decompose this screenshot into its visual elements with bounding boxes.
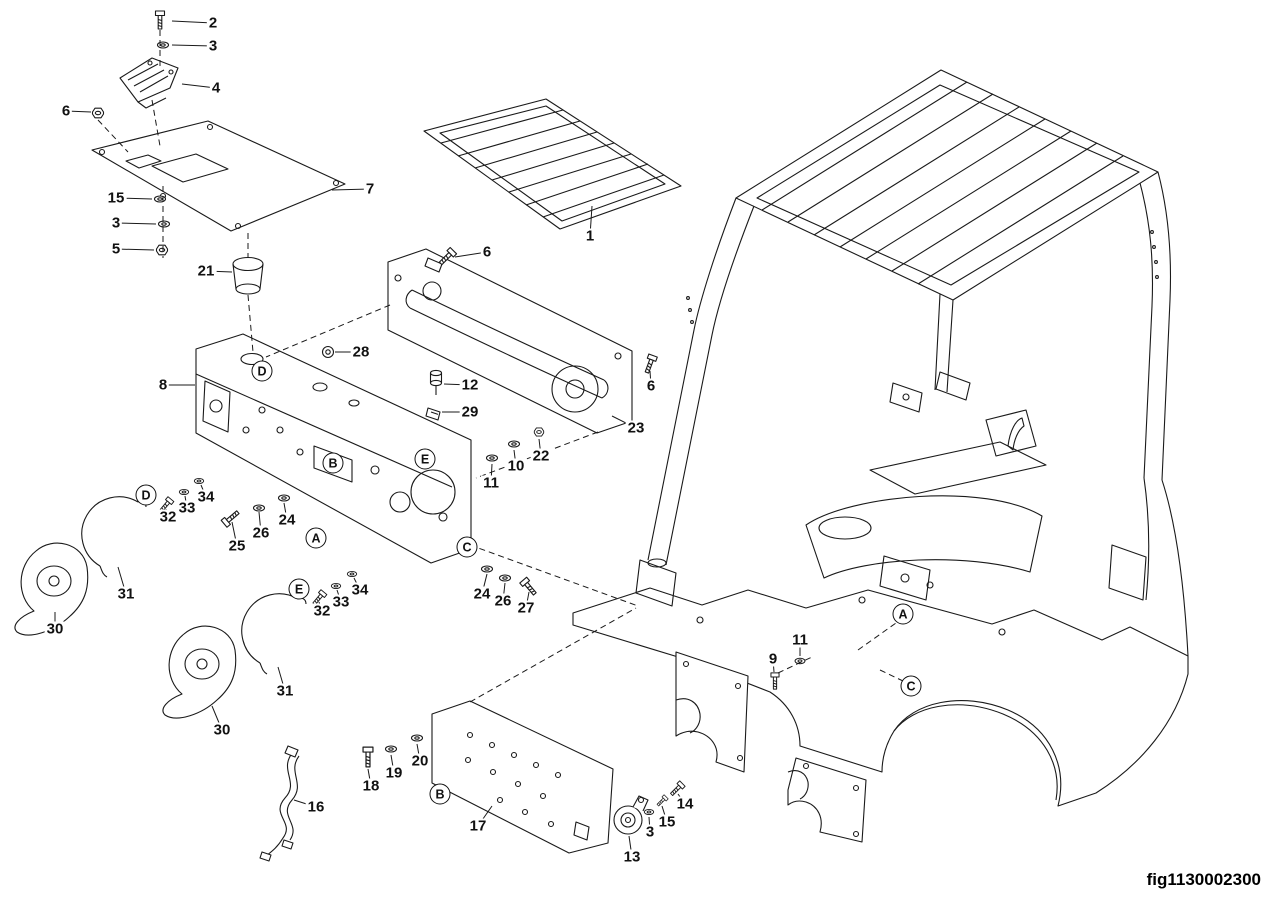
washer-icon <box>507 440 521 448</box>
bolt-icon <box>362 746 374 768</box>
bolt-icon <box>642 353 658 375</box>
pedal-assembly <box>119 57 179 109</box>
bottom-panel <box>431 700 614 854</box>
bolt-icon <box>310 589 328 607</box>
washer-icon <box>252 504 266 512</box>
washer-icon <box>330 582 342 590</box>
bolt-icon <box>220 508 242 528</box>
washer-icon <box>193 477 205 485</box>
washer-icon <box>485 454 499 462</box>
exploded-parts <box>14 10 806 862</box>
washer-icon <box>153 195 167 203</box>
washer-icon <box>346 570 358 578</box>
bolt-icon <box>668 780 686 798</box>
nut-icon <box>155 244 169 256</box>
floor-plate <box>91 120 346 232</box>
nut-icon <box>533 427 545 437</box>
forklift-frame <box>572 69 1189 843</box>
washer-icon <box>384 745 398 753</box>
figure-id: fig1130002300 <box>1146 870 1261 889</box>
washer-icon <box>157 220 171 228</box>
frame-right-bracket <box>787 757 867 843</box>
bolt-icon <box>154 10 166 30</box>
clip-part <box>425 407 441 421</box>
guard-posts <box>647 171 1172 568</box>
washer-icon <box>178 488 190 496</box>
frame-left-bracket <box>675 651 749 773</box>
main-cowl-panel <box>195 333 472 564</box>
clamp <box>241 593 307 675</box>
clamp <box>81 496 147 578</box>
rear-cowl-panel <box>387 248 633 434</box>
washer-icon <box>480 565 494 573</box>
cup-grommet <box>232 256 264 295</box>
washer-icon <box>410 734 424 742</box>
horn <box>613 795 649 835</box>
washer-icon <box>643 808 655 816</box>
chassis-body <box>572 371 1189 807</box>
horn-cover <box>162 625 237 719</box>
washer-icon <box>498 574 512 582</box>
overhead-guard <box>735 69 1159 301</box>
valve-part <box>429 369 443 395</box>
horn-cover <box>14 542 89 636</box>
screw-icon <box>655 794 669 808</box>
wiring-harness <box>259 745 300 862</box>
washer-icon <box>156 41 170 49</box>
floor-mat <box>423 98 682 230</box>
washer-icon <box>277 494 291 502</box>
plug-part <box>321 345 335 359</box>
nut-icon <box>91 107 105 119</box>
